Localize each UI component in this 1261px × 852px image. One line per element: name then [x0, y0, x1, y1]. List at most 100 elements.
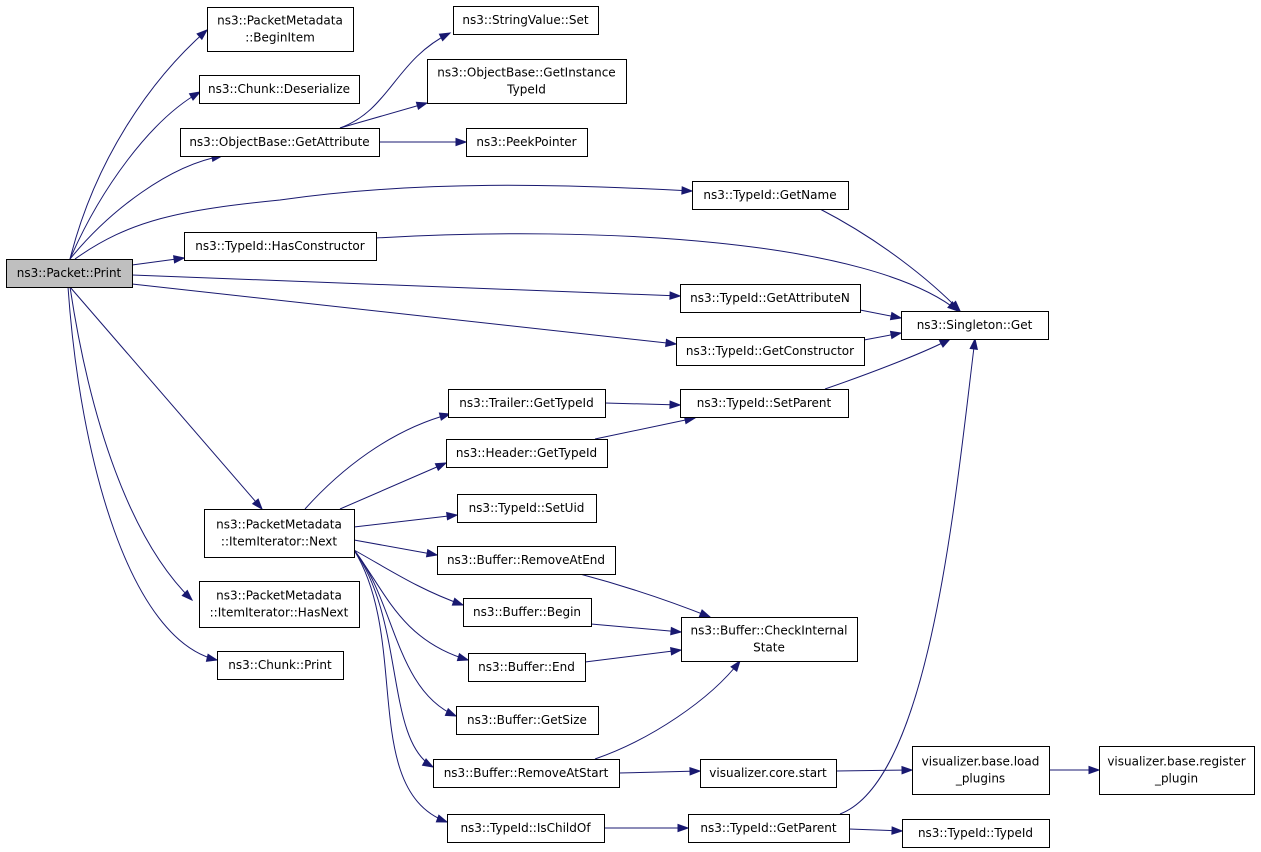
edge-root-to-tid-getattrn-arrowhead: [669, 291, 682, 300]
node-peek[interactable]: ns3::PeekPointer: [466, 128, 588, 157]
node-pm-next-label-line-2: ::ItemIterator::Next: [221, 535, 337, 549]
edge-viz-load-to-viz-reg-arrowhead: [1088, 765, 1101, 775]
edge-root-to-chunk-print-arrowhead: [205, 653, 219, 662]
edge-pm-next-to-buf-remstart-arrowhead: [421, 758, 435, 768]
node-ob-getattr-label-line-1: ns3::ObjectBase::GetAttribute: [189, 135, 369, 149]
node-tid-getattrn[interactable]: ns3::TypeId::GetAttributeN: [680, 284, 861, 313]
edge-buf-remend-to-buf-check-line: [579, 573, 711, 618]
node-buf-check-label-line-2: State: [753, 641, 785, 655]
node-pm-begin-box: [207, 7, 354, 52]
node-buf-getsize-box: [456, 706, 599, 735]
node-tid-getparent[interactable]: ns3::TypeId::GetParent: [688, 814, 850, 843]
edge-viz-start-to-viz-load-line: [835, 769, 913, 772]
node-buf-getsize[interactable]: ns3::Buffer::GetSize: [456, 706, 599, 735]
edge-pm-next-to-tid-setuid-line: [353, 514, 458, 528]
edge-ob-getattr-to-sv-set-arrowhead: [438, 32, 452, 42]
node-pm-hasnext-label-line-2: ::ItemIterator::HasNext: [210, 606, 349, 620]
node-peek-label-line-1: ns3::PeekPointer: [476, 135, 576, 149]
edge-root-to-tid-getcons: [131, 283, 678, 348]
node-pm-hasnext[interactable]: ns3::PacketMetadata::ItemIterator::HasNe…: [199, 581, 360, 628]
edge-header-gettid-to-tid-setparent: [594, 415, 697, 440]
node-buf-remend[interactable]: ns3::Buffer::RemoveAtEnd: [437, 546, 616, 575]
node-header-gettid[interactable]: ns3::Header::GetTypeId: [446, 439, 608, 468]
node-viz-start[interactable]: visualizer.core.start: [700, 759, 837, 788]
node-ob-getinst-label-line-1: ns3::ObjectBase::GetInstance: [437, 66, 615, 80]
edge-tid-getparent-to-tid-tid-arrowhead: [891, 826, 904, 835]
node-root-label-line-1: ns3::Packet::Print: [17, 266, 122, 280]
node-pm-next[interactable]: ns3::PacketMetadata::ItemIterator::Next: [204, 509, 355, 558]
node-tid-getcons[interactable]: ns3::TypeId::GetConstructor: [676, 337, 865, 366]
node-root[interactable]: ns3::Packet::Print: [6, 259, 133, 288]
edge-pm-next-to-header-gettid: [339, 462, 448, 510]
edge-root-to-pm-begin: [69, 29, 209, 260]
node-buf-remstart[interactable]: ns3::Buffer::RemoveAtStart: [433, 759, 620, 788]
edge-root-to-pm-next-line: [69, 286, 263, 510]
edge-trailer-gettid-to-tid-setparent-line: [604, 402, 681, 406]
node-chunk-print[interactable]: ns3::Chunk::Print: [217, 651, 344, 680]
node-trailer-gettid[interactable]: ns3::Trailer::GetTypeId: [448, 389, 606, 418]
node-tid-ischild-box: [447, 814, 605, 843]
node-buf-remstart-label-line-1: ns3::Buffer::RemoveAtStart: [444, 766, 609, 780]
edge-header-gettid-to-tid-setparent-line: [594, 417, 696, 440]
node-chunk-print-box: [217, 651, 344, 680]
node-pm-hasnext-box: [199, 581, 360, 628]
node-buf-end[interactable]: ns3::Buffer::End: [468, 653, 586, 682]
node-chunk-deser[interactable]: ns3::Chunk::Deserialize: [199, 75, 360, 104]
edge-tid-getcons-to-singleton: [863, 330, 903, 341]
node-buf-end-label-line-1: ns3::Buffer::End: [478, 660, 575, 674]
node-pm-next-box: [204, 509, 355, 558]
edge-pm-next-to-tid-setuid-arrowhead: [446, 511, 459, 521]
edge-trailer-gettid-to-tid-setparent: [604, 400, 682, 410]
edge-tid-getattrn-to-singleton: [859, 309, 903, 321]
node-buf-remend-box: [437, 546, 616, 575]
edge-root-to-tid-getcons-arrowhead: [665, 338, 678, 348]
node-ob-getattr-box: [180, 128, 380, 157]
node-tid-tid-box: [902, 819, 1050, 848]
node-ob-getattr[interactable]: ns3::ObjectBase::GetAttribute: [180, 128, 380, 157]
node-trailer-gettid-label-line-1: ns3::Trailer::GetTypeId: [459, 396, 593, 410]
edge-buf-end-to-buf-check-arrowhead: [670, 647, 683, 656]
node-header-gettid-box: [446, 439, 608, 468]
node-singleton-label-line-1: ns3::Singleton::Get: [917, 318, 1033, 332]
node-viz-load[interactable]: visualizer.base.load_plugins: [912, 746, 1050, 795]
node-tid-setuid[interactable]: ns3::TypeId::SetUid: [457, 494, 597, 523]
node-header-gettid-label-line-1: ns3::Header::GetTypeId: [456, 446, 597, 460]
edge-pm-next-to-buf-begin: [353, 549, 465, 606]
node-singleton[interactable]: ns3::Singleton::Get: [901, 311, 1049, 340]
node-tid-hascons[interactable]: ns3::TypeId::HasConstructor: [184, 232, 377, 261]
node-pm-begin-label-line-1: ns3::PacketMetadata: [217, 14, 343, 28]
edge-root-to-pm-next: [69, 286, 263, 511]
edge-trailer-gettid-to-tid-setparent-arrowhead: [669, 400, 682, 410]
edge-ob-getattr-to-sv-set-line: [339, 32, 451, 129]
edge-root-to-pm-begin-line: [69, 29, 208, 260]
edge-pm-next-to-buf-getsize-arrowhead: [444, 707, 458, 717]
node-viz-load-box: [912, 746, 1050, 795]
node-pm-begin[interactable]: ns3::PacketMetadata::BeginItem: [207, 7, 354, 52]
node-tid-getcons-label-line-1: ns3::TypeId::GetConstructor: [686, 344, 854, 358]
edge-ob-getattr-to-ob-getinst-arrowhead: [415, 101, 429, 111]
edge-pm-next-to-trailer-gettid-arrowhead: [438, 412, 452, 421]
node-sv-set-box: [453, 6, 599, 35]
node-tid-getparent-label-line-1: ns3::TypeId::GetParent: [700, 821, 836, 835]
node-tid-tid[interactable]: ns3::TypeId::TypeId: [902, 819, 1050, 848]
node-viz-reg-label-line-2: _plugin: [1154, 772, 1198, 786]
edge-buf-begin-to-buf-check: [590, 623, 683, 636]
node-tid-getparent-box: [688, 814, 850, 843]
edge-tid-hascons-to-singleton: [375, 233, 960, 312]
node-sv-set-label-line-1: ns3::StringValue::Set: [462, 13, 588, 27]
node-buf-begin[interactable]: ns3::Buffer::Begin: [463, 598, 592, 627]
node-tid-getname[interactable]: ns3::TypeId::GetName: [692, 181, 849, 210]
edge-pm-next-to-buf-remstart-line: [353, 549, 434, 768]
edge-root-to-tid-getname-arrowhead: [681, 186, 694, 195]
node-viz-reg[interactable]: visualizer.base.register_plugin: [1099, 746, 1255, 795]
node-singleton-box: [901, 311, 1049, 340]
node-tid-setuid-box: [457, 494, 597, 523]
node-tid-setparent[interactable]: ns3::TypeId::SetParent: [680, 389, 849, 418]
node-tid-ischild[interactable]: ns3::TypeId::IsChildOf: [447, 814, 605, 843]
node-buf-check-box: [681, 617, 858, 662]
node-sv-set[interactable]: ns3::StringValue::Set: [453, 6, 599, 35]
edge-buf-remend-to-buf-check-arrowhead: [698, 609, 712, 618]
edge-viz-start-to-viz-load-arrowhead: [901, 765, 914, 775]
